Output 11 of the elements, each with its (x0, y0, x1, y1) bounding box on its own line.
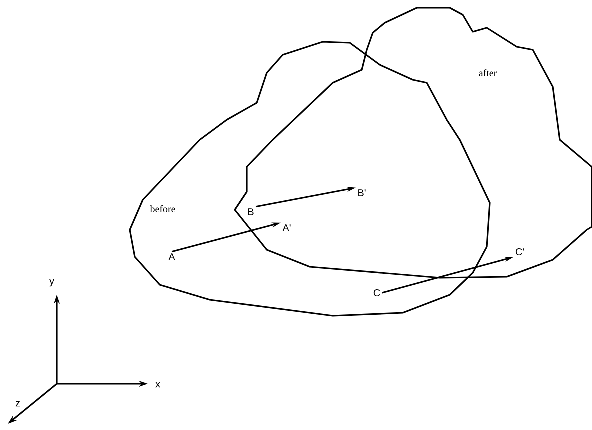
point-label: A (168, 254, 176, 260)
axis-label: x (156, 382, 160, 388)
point-label: B' (358, 190, 366, 196)
axis-label: y (50, 279, 54, 287)
region-label: after (479, 69, 498, 77)
point-label: C' (516, 248, 524, 256)
point-label: C (374, 289, 380, 297)
axis-label: z (16, 401, 20, 407)
region-label: before (150, 205, 176, 213)
point-label: B (248, 208, 254, 216)
point-label: A' (282, 224, 291, 232)
